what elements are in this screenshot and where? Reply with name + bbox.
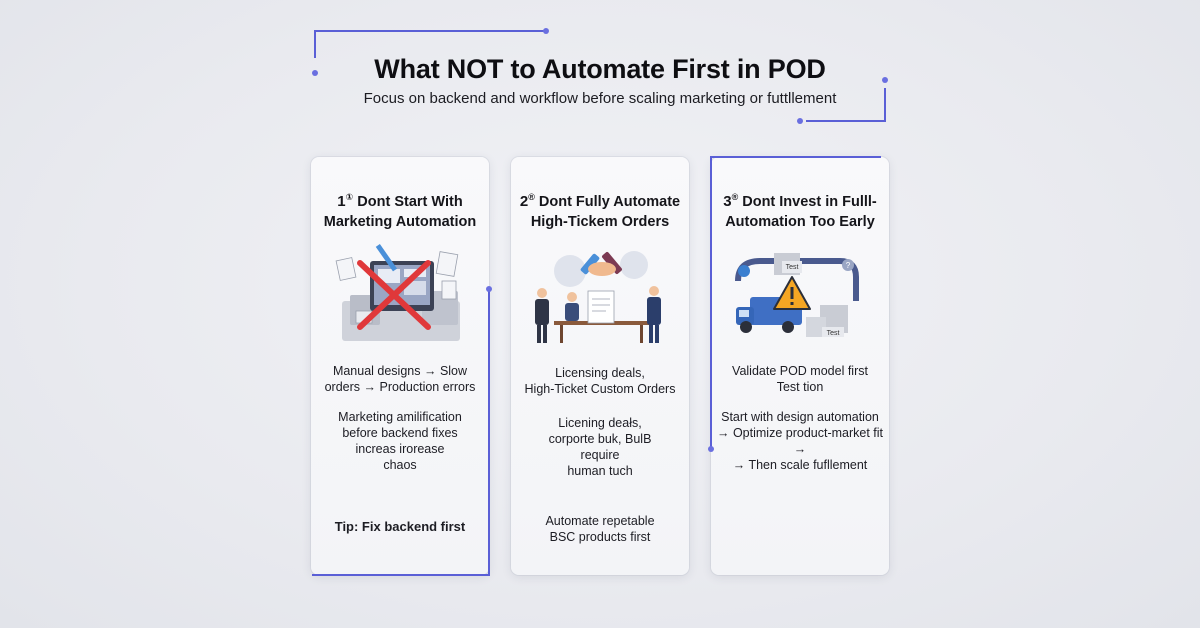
- frame-dot: [797, 118, 803, 124]
- text-line: increas irorease: [355, 442, 445, 456]
- card-badge: ①: [345, 192, 354, 202]
- text-line: High-Ticket Custom Orders: [524, 382, 676, 396]
- text-line: require: [580, 448, 620, 462]
- frame-right-vertical: [884, 88, 886, 122]
- card-text-block: Validate POD model first Test tion: [715, 363, 885, 395]
- accent-dot: [486, 286, 492, 292]
- warning-truck-icon: Test Test ?: [735, 253, 859, 337]
- text-line: Validate POD model first: [732, 364, 868, 378]
- card-marketing-automation: 1① Dont Start With Marketing Automation …: [311, 157, 489, 575]
- illus-test-label: Test: [827, 330, 840, 337]
- page-title: What NOT to Automate First in POD: [374, 54, 826, 84]
- crossed-out-marketing-icon: [335, 243, 460, 341]
- card-badge: ®: [731, 192, 739, 202]
- card-tip: Tip: Fix backend first: [334, 519, 466, 534]
- text-line: Licensing deals,: [555, 366, 645, 380]
- card-text-block: Licening deałs, corporte buk, BulB requi…: [515, 415, 685, 479]
- card-text-block: Automate repetable BSC products first: [515, 513, 685, 545]
- card-title-line2: Automation Too Early: [725, 214, 875, 230]
- frame-dot: [312, 70, 318, 76]
- card-text-block: Marketing amilification before backend f…: [315, 409, 485, 473]
- illus-test-label: Test: [786, 264, 799, 271]
- card-number: 2: [519, 193, 529, 210]
- card-title-line1: Dont Invest in Fulll-: [742, 194, 877, 210]
- card-number: 3: [723, 193, 732, 210]
- text-line: Licening deałs,: [558, 416, 642, 430]
- card-title: 3® Dont Invest in Fulll- Automation Too …: [717, 187, 883, 232]
- frame-dot: [882, 77, 888, 83]
- text-line: BSC products first: [549, 530, 651, 544]
- card-title: 1① Dont Start With Marketing Automation: [317, 187, 483, 232]
- card-text-block: Licensing deals, High-Ticket Custom Orde…: [515, 365, 685, 397]
- text-line: before backend fixes: [342, 426, 458, 440]
- text-line: orders → Production errors: [324, 380, 476, 394]
- card-high-ticket-orders: 2® Dont Fully Automate High-Tickem Order…: [511, 157, 689, 575]
- card-accent-right: [488, 290, 490, 576]
- card-number: 1: [337, 193, 346, 210]
- card-accent-top: [711, 156, 881, 158]
- card-badge: ®: [528, 192, 535, 202]
- text-line: Marketing amilification: [338, 410, 462, 424]
- card-full-automation: 3® Dont Invest in Fulll- Automation Too …: [711, 157, 889, 575]
- text-line: corporte buk, BulB: [548, 432, 652, 446]
- text-line: Manual designs → Slow: [332, 364, 468, 378]
- text-line: Test tion: [776, 380, 824, 394]
- text-line: → Then scale fufllement: [732, 458, 868, 472]
- card-title-line2: Marketing Automation: [323, 214, 477, 230]
- card-text-block: Start with design automation → Optimize …: [711, 409, 889, 473]
- card-title-line2: High-Tickem Orders: [530, 214, 670, 230]
- card-title: 2® Dont Fully Automate High-Tickem Order…: [517, 187, 683, 232]
- card-accent-bottom: [312, 574, 490, 576]
- text-line: Automate repetable: [545, 514, 655, 528]
- business-meeting-icon: [535, 251, 661, 343]
- frame-top-left-vertical: [314, 30, 316, 58]
- accent-dot: [708, 446, 714, 452]
- card-text-block: Manual designs → Slow orders → Productio…: [315, 363, 485, 395]
- page-subtitle: Focus on backend and workflow before sca…: [363, 90, 837, 107]
- card-accent-left: [710, 156, 712, 448]
- text-line: chaos: [383, 458, 417, 472]
- card-title-line1: Dont Fully Automate: [538, 194, 681, 210]
- frame-dot: [543, 28, 549, 34]
- text-line: human tuch: [567, 464, 633, 478]
- text-line: Start with design automation: [721, 410, 879, 424]
- frame-top-left-horizontal: [314, 30, 546, 32]
- text-line: → Optimize product-market fit →: [716, 426, 883, 456]
- frame-right-horizontal: [806, 120, 886, 122]
- card-title-line1: Dont Start With: [357, 194, 463, 210]
- question-icon: ?: [846, 261, 851, 270]
